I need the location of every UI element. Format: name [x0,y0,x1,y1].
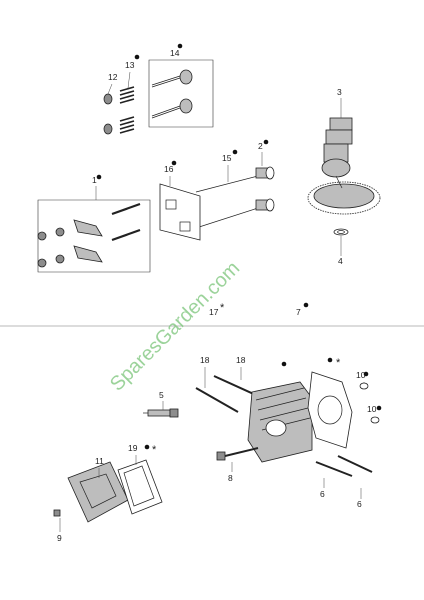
tappet-upper [255,166,275,180]
callout-11: 11 [95,456,104,466]
asterisk-markers: * * * [152,302,341,456]
cylinder-head [247,381,313,463]
callout-7: 7 [296,307,301,317]
head-gasket [307,371,353,449]
watermark: SparesGarden.com [106,257,244,395]
callout-12: 12 [108,72,118,82]
spark-plug [143,408,179,418]
callout-5: 5 [159,390,164,400]
dowel-pin-lower [370,416,380,424]
bullet-15 [232,149,238,155]
bullet-7 [303,302,309,308]
exhaust-valve [151,98,193,119]
bullet-10-lower [376,405,382,411]
camshaft [307,117,381,215]
camshaft-washer [333,228,349,236]
bullet-10-upper [363,371,369,377]
stud-right [337,455,373,473]
valve-spring-upper [119,86,135,104]
callout-19: 19 [128,443,138,453]
callout-15: 15 [222,153,232,163]
leader-lines [59,71,365,532]
valve-group-box [148,59,214,128]
bullet-14 [177,43,183,49]
callout-9: 9 [57,533,62,543]
asterisk-19: * [152,444,157,456]
intake-valve [151,69,193,88]
dowel-pin-upper [359,382,369,390]
callout-labels: 1 2 3 4 5 6 6 7 8 9 10 10 11 12 13 14 15… [57,48,377,543]
head-bolt [216,447,259,461]
cover-gasket [117,459,163,515]
bullet-2 [263,139,269,145]
stud-left [315,461,353,477]
push-rod-upper [195,175,259,193]
cover-gasket-inner [123,465,155,507]
rocker-arm-set [37,202,141,268]
asterisk-17: * [220,302,225,314]
washer-hole [337,230,345,234]
spring-retainer-upper [103,93,113,105]
guide-hole-1 [165,199,177,210]
callout-6-left: 6 [320,489,325,499]
spring-retainer-lower [103,123,113,135]
push-rod-guide-plate [159,183,201,241]
asterisk-gasket: * [336,357,341,369]
callout-14: 14 [170,48,180,58]
callout-2: 2 [258,141,263,151]
valve-spring-lower [119,116,135,134]
bullet-head [281,361,287,367]
callout-3: 3 [337,87,342,97]
head-stud-right [213,375,259,397]
rocker-group-box [37,199,151,273]
callout-18-left: 18 [200,355,210,365]
callout-16: 16 [164,164,174,174]
callout-6-right: 6 [357,499,362,509]
bullet-13 [134,54,140,60]
head-stud-left [195,387,239,413]
bullet-16 [171,160,177,166]
callout-8: 8 [228,473,233,483]
tappet-lower [255,198,275,212]
bullet-1 [96,174,102,180]
callout-13: 13 [125,60,135,70]
callout-10-lower: 10 [367,404,377,414]
bullet-markers [96,43,382,450]
guide-hole-2 [179,221,191,232]
callout-18-right: 18 [236,355,246,365]
callout-1: 1 [92,175,97,185]
bullet-19 [144,444,150,450]
callout-4: 4 [338,256,343,266]
bullet-gasket [327,357,333,363]
push-rod-lower [195,207,259,229]
callout-10-upper: 10 [356,370,366,380]
cover-screw [53,509,61,517]
callout-17: 17 [209,307,219,317]
